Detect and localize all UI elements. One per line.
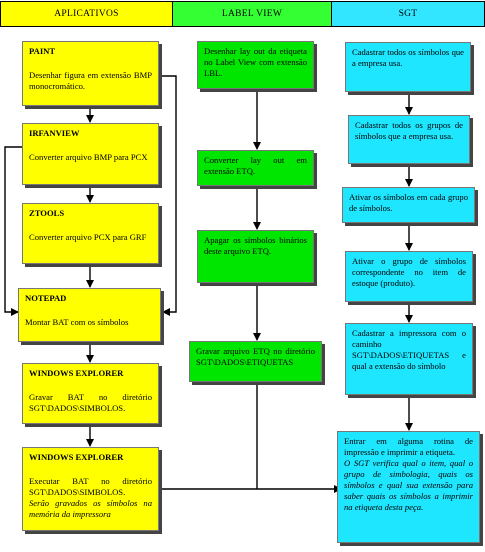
notepad-body: Montar BAT com os símbolos bbox=[25, 317, 129, 327]
sgt-step-6-note: O SGT verifica qual o item, qual o grupo… bbox=[344, 458, 473, 512]
sgt-step-2-text: Cadastrar todos os grupos de símbolos qu… bbox=[355, 120, 463, 141]
irfanview-body: Converter arquivo BMP para PCX bbox=[29, 152, 148, 162]
paint-box: PAINT Desenhar figura em extensão BMP mo… bbox=[22, 41, 159, 106]
sgt-step-3-text: Ativar os símbolos em cada grupo de símb… bbox=[349, 192, 468, 213]
label-view-step-3-text: Apagar os símbolos binários deste arquiv… bbox=[204, 235, 307, 256]
windows-explorer-gravar-title: WINDOWS EXPLORER bbox=[29, 368, 124, 378]
sgt-step-4: Ativar o grupo de símbolos correspondent… bbox=[345, 251, 473, 302]
notepad-title: NOTEPAD bbox=[25, 293, 67, 303]
windows-explorer-executar-body: Executar BAT no diretório SGT\DADOS\SIMB… bbox=[29, 476, 152, 497]
windows-explorer-executar-title: WINDOWS EXPLORER bbox=[29, 452, 124, 462]
ztools-box: ZTOOLS Converter arquivo PCX para GRF bbox=[22, 203, 159, 264]
label-view-step-1: Desenhar lay out da etiqueta no Label Vi… bbox=[197, 41, 314, 89]
ztools-title: ZTOOLS bbox=[29, 208, 65, 218]
label-view-step-2-text: Converter lay out em extensão ETQ. bbox=[204, 155, 307, 176]
label-view-step-3: Apagar os símbolos binários deste arquiv… bbox=[197, 230, 314, 283]
irfanview-title: IRFANVIEW bbox=[29, 128, 80, 138]
sgt-step-1-text: Cadastrar todos os símbolos que a empres… bbox=[352, 47, 464, 68]
header-sgt: SGT bbox=[331, 1, 485, 27]
header-aplicativos-label: APLICATIVOS bbox=[54, 9, 119, 19]
sgt-step-1: Cadastrar todos os símbolos que a empres… bbox=[345, 42, 471, 92]
label-view-step-4-text: Gravar arquivo ETQ no diretório SGT\DADO… bbox=[196, 346, 315, 367]
sgt-step-6: Entrar em alguma rotina de impressão e i… bbox=[337, 431, 480, 543]
ztools-body: Converter arquivo PCX para GRF bbox=[29, 232, 147, 242]
sgt-step-2: Cadastrar todos os grupos de símbolos qu… bbox=[348, 115, 470, 164]
label-view-step-1-text: Desenhar lay out da etiqueta no Label Vi… bbox=[204, 46, 307, 78]
sgt-step-5: Cadastrar a impressora com o caminho SGT… bbox=[345, 323, 473, 395]
sgt-step-3: Ativar os símbolos em cada grupo de símb… bbox=[342, 187, 475, 223]
notepad-box: NOTEPAD Montar BAT com os símbolos bbox=[18, 288, 161, 342]
paint-body: Desenhar figura em extensão BMP monocrom… bbox=[29, 70, 152, 91]
sgt-step-4-text: Ativar o grupo de símbolos correspondent… bbox=[352, 256, 466, 288]
irfanview-box: IRFANVIEW Converter arquivo BMP para PCX bbox=[22, 123, 159, 185]
windows-explorer-executar-box: WINDOWS EXPLORER Executar BAT no diretór… bbox=[22, 447, 159, 531]
label-view-step-4: Gravar arquivo ETQ no diretório SGT\DADO… bbox=[189, 341, 322, 382]
header-sgt-label: SGT bbox=[398, 9, 418, 19]
paint-title: PAINT bbox=[29, 46, 56, 56]
header-aplicativos: APLICATIVOS bbox=[0, 1, 173, 27]
header-label-view-label: LABEL VIEW bbox=[221, 9, 283, 19]
windows-explorer-gravar-body: Gravar BAT no diretório SGT\DADOS\SIMBOL… bbox=[29, 392, 152, 413]
windows-explorer-gravar-box: WINDOWS EXPLORER Gravar BAT no diretório… bbox=[22, 363, 159, 424]
label-view-step-2: Converter lay out em extensão ETQ. bbox=[197, 150, 314, 186]
header-label-view: LABEL VIEW bbox=[172, 1, 332, 27]
windows-explorer-executar-note: Serão gravados os símbolos na memória da… bbox=[29, 498, 152, 519]
sgt-step-5-text: Cadastrar a impressora com o caminho SGT… bbox=[352, 328, 466, 371]
sgt-step-6-text: Entrar em alguma rotina de impressão e i… bbox=[344, 436, 473, 457]
